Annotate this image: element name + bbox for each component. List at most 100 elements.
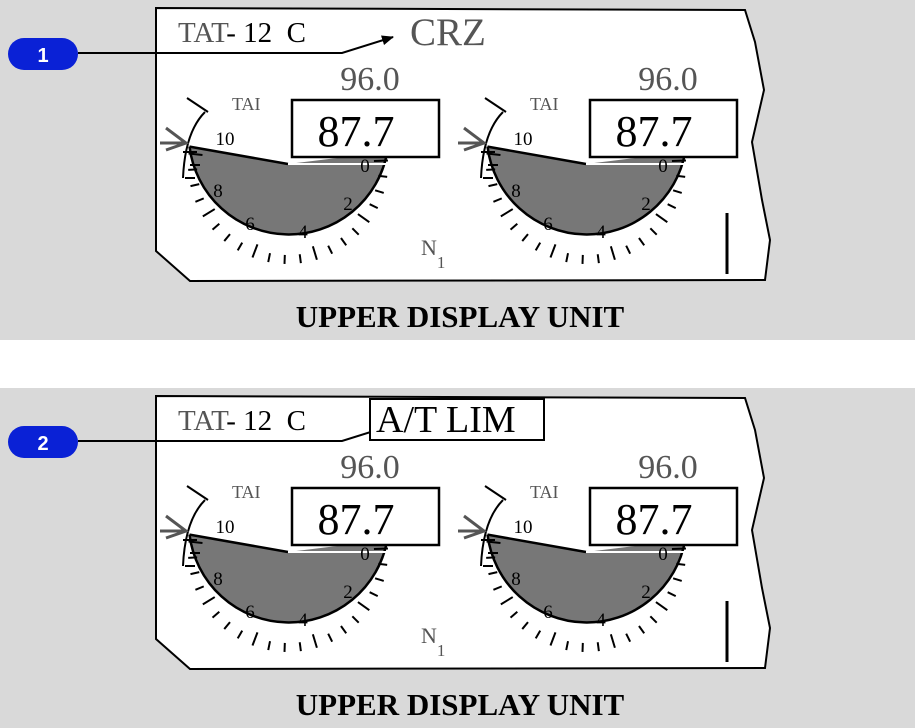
dial-tick [549,632,557,646]
dial-tick [649,615,658,624]
dial-tick [667,203,677,210]
callout-leader-arrow [78,35,394,54]
scale-label-10: 10 [216,129,235,150]
dial-tick [327,245,334,255]
n1-dial-arc [188,534,389,624]
callout-badge [8,426,78,458]
dial-tick [351,615,360,624]
dial-tick [486,168,496,171]
dial-tick [374,577,385,582]
dial-tick [236,630,244,639]
n1-dial-arc [188,146,389,236]
dial-tick [500,208,514,218]
dial-tick [351,227,360,236]
scale-label-0: 0 [360,544,370,565]
tat-readout: TAT- 12 C [178,405,306,437]
dial-tick [565,641,569,651]
n1-target-readout: 96.0 [638,61,698,98]
scale-label-8: 8 [213,181,223,202]
dial-tick [596,254,600,264]
scale-label-10: 10 [514,517,533,538]
dial-tick [521,621,529,630]
dial-tick [486,152,501,157]
redline-mark [484,97,507,113]
dial-tick [223,233,231,242]
dial-tick [638,237,646,246]
dial-tick [378,562,388,566]
dial-tick [565,253,569,263]
scale-label-0: 0 [360,156,370,177]
dial-tick [236,242,244,251]
redline-mark [186,485,209,501]
redline-arc [182,111,206,179]
dial-tick [369,203,379,210]
dial-tick [655,213,668,224]
dial-tick [521,233,529,242]
n1-needle [189,145,289,166]
tat-readout: TAT- 12 C [178,17,306,49]
redline-arc [480,111,504,179]
dial-tick [251,632,259,646]
callout-badge [8,38,78,70]
dial-tick [625,633,632,643]
n1-readout-box [588,486,739,547]
dial-tick [509,610,518,619]
n1-actual-readout: 87.7 [616,495,693,544]
n1-label: N1 [421,623,445,660]
dial-tick [357,213,370,224]
n1-dial-arc [486,534,687,624]
n1-needle [487,145,587,166]
n1-readout-box [290,486,441,547]
dial-tick [625,245,632,255]
tat-label: TAT [178,405,229,437]
dial-tick [267,641,271,651]
tai-indicator: TAI [530,94,559,114]
dial-tick [488,183,498,188]
tai-indicator: TAI [530,482,559,502]
n1-sector-fill [487,534,686,623]
dial-tick [223,621,231,630]
n1-target-readout: 96.0 [638,449,698,486]
scale-label-10: 10 [514,129,533,150]
n1-readout-box [588,98,739,159]
display-caption: UPPER DISPLAY UNIT [296,687,625,722]
tat-value: - 12 C [226,17,306,49]
scale-label-10: 10 [216,517,235,538]
redline-mark [186,97,209,113]
callout-number: 1 [37,45,48,67]
scale-label-2: 2 [343,582,353,603]
dial-tick [327,633,334,643]
dial-tick [609,634,616,649]
n1-sector-fill [189,146,388,235]
dial-tick [267,253,271,263]
dial-tick [676,562,686,566]
dial-tick [311,634,318,649]
dial-tick [202,208,216,218]
scale-label-4: 4 [596,222,606,243]
n1-target-readout: 96.0 [340,449,400,486]
dial-tick [655,601,668,612]
scale-label-8: 8 [511,181,521,202]
dial-tick [369,591,379,598]
dial-tick [211,610,220,619]
scale-label-4: 4 [298,222,308,243]
dial-tick [667,591,677,598]
scale-label-8: 8 [511,569,521,590]
dial-tick [190,183,200,188]
dial-tick [195,585,205,591]
dial-tick [488,571,498,576]
thrust-mode-annunciation: CRZ [410,11,486,54]
tai-indicator: TAI [232,482,261,502]
redline-mark [484,485,507,501]
display-caption: UPPER DISPLAY UNIT [296,299,625,334]
dial-tick [190,571,200,576]
dial-tick [609,246,616,261]
dial-tick [188,152,203,157]
scale-label-6: 6 [245,602,255,623]
